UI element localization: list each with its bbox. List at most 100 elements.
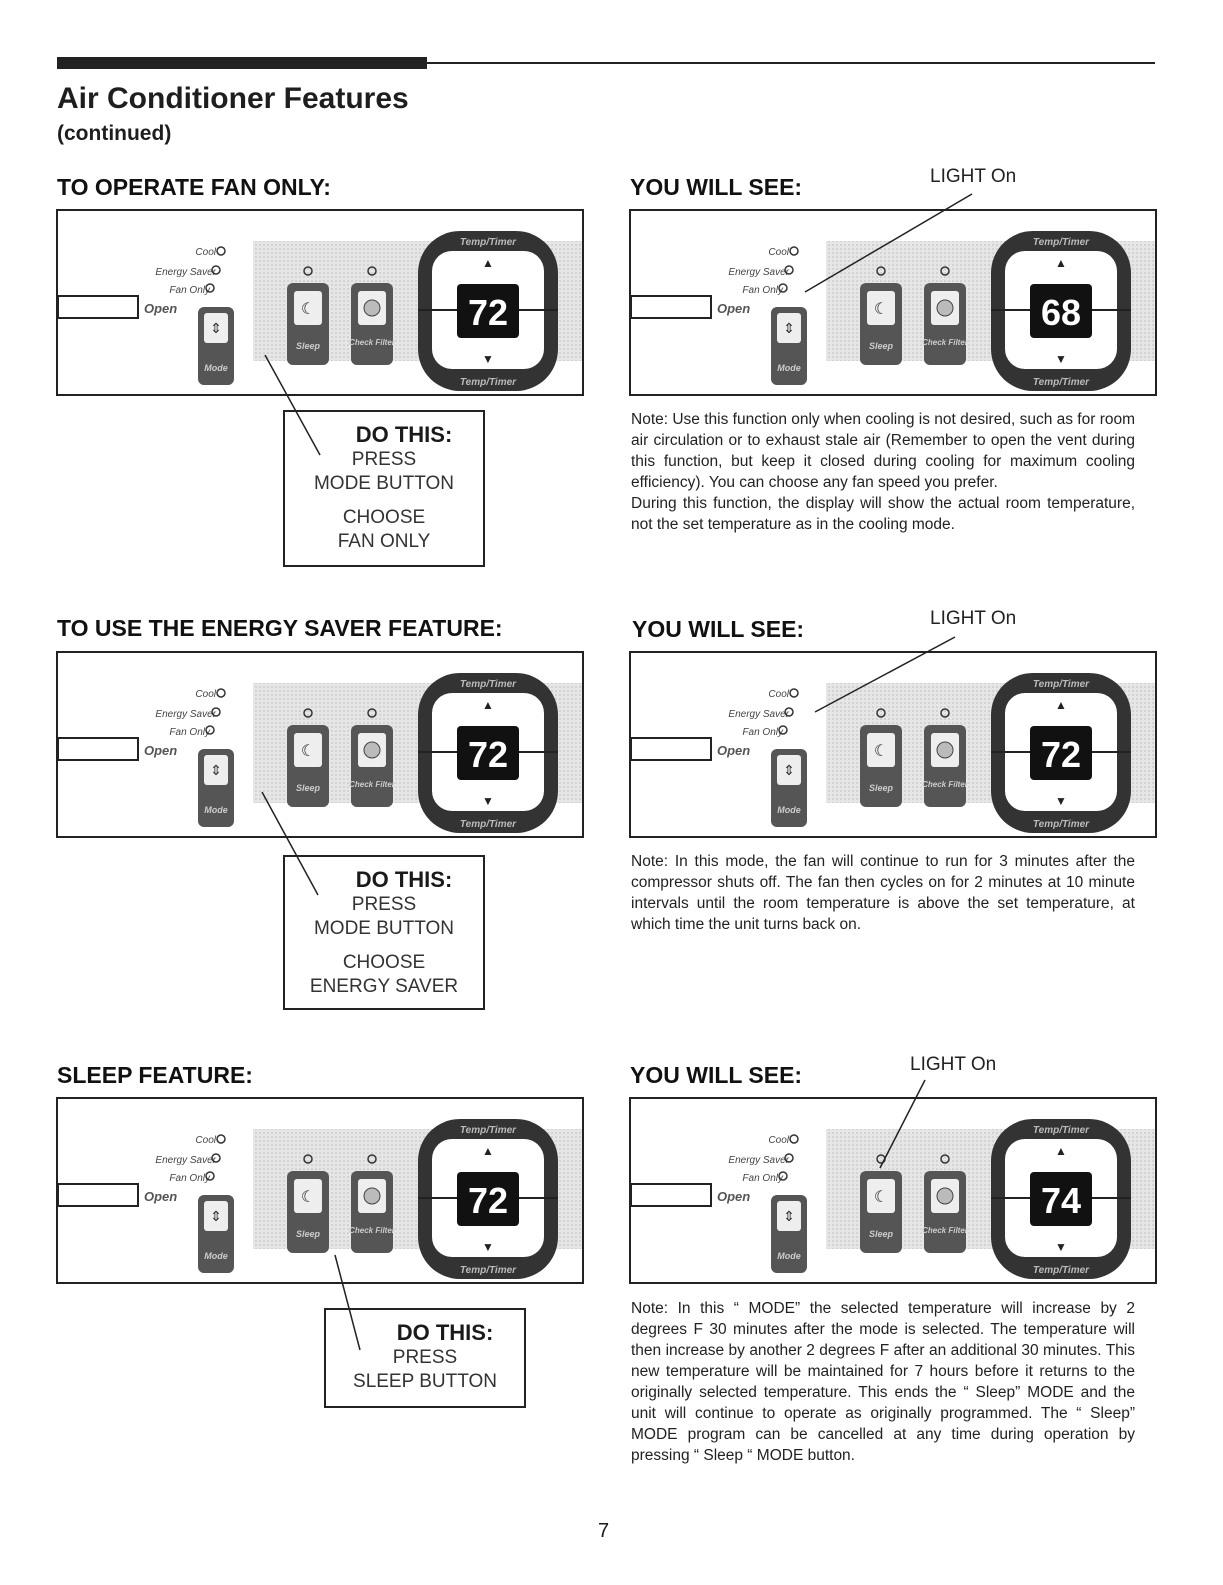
you-will-see-heading: YOU WILL SEE: [632, 616, 805, 642]
check-filter-label: Check Filter [922, 780, 969, 789]
do-this-line: FAN ONLY [337, 531, 431, 552]
down-arrow-icon[interactable]: ▼ [482, 352, 494, 366]
sleep-button-label: Sleep [869, 1229, 894, 1239]
down-arrow-icon[interactable]: ▼ [482, 794, 494, 808]
callout-line [334, 1254, 361, 1351]
mode-button-label: Mode [204, 805, 228, 815]
sleep-button-face [867, 291, 895, 325]
indicator-light [211, 707, 221, 717]
mode-button-face [204, 1201, 228, 1231]
indicator-light [303, 266, 313, 276]
do-this-line: PRESS [392, 1347, 458, 1368]
note-paragraph: During this function, the display will s… [631, 495, 1135, 533]
mode-label-energy-saver: Energy Saver [155, 709, 216, 720]
temperature-display [1030, 726, 1092, 780]
sleep-button-face [867, 733, 895, 767]
light-on-label: LIGHT On [930, 608, 1017, 629]
callout-line [264, 354, 321, 456]
panel-illustration: Open Cool Energy Saver Fan Only ⇕ Mode ☾… [58, 673, 582, 833]
you-will-see-heading: YOU WILL SEE: [630, 174, 803, 200]
note-text: Note: In this mode, the fan will continu… [631, 851, 1135, 935]
temp-timer-label: Temp/Timer [1033, 679, 1090, 690]
section-heading-fan-only: TO OPERATE FAN ONLY: [57, 174, 331, 200]
moon-icon: ☾ [301, 743, 315, 760]
indicator-light [789, 1134, 799, 1144]
note-paragraph: Note: Use this function only when coolin… [631, 411, 1136, 491]
do-this-title: DO THIS: [396, 1320, 494, 1345]
callout-line [879, 1079, 926, 1169]
up-arrow-icon[interactable]: ▲ [1055, 256, 1067, 270]
down-arrow-icon[interactable]: ▼ [1055, 794, 1067, 808]
do-this-box: DO THIS: PRESS SLEEP BUTTON [324, 1308, 526, 1408]
sleep-button-label: Sleep [869, 783, 894, 793]
do-this-line: PRESS [351, 894, 417, 915]
mode-label-fan-only: Fan Only [169, 285, 211, 296]
note-text: Note: In this “ MODE” the selected tempe… [631, 1298, 1135, 1466]
page-title: Air Conditioner Features [57, 82, 409, 115]
indicator-light [367, 266, 377, 276]
page-subtitle: (continued) [57, 122, 172, 145]
indicator-light [789, 688, 799, 698]
down-arrow-icon[interactable]: ▼ [1055, 352, 1067, 366]
mode-label-cool: Cool [768, 689, 789, 700]
open-label: Open [144, 1189, 177, 1204]
indicator-light [211, 1153, 221, 1163]
down-arrow-icon[interactable]: ▼ [482, 1240, 494, 1254]
mode-label-cool: Cool [195, 247, 216, 258]
vent-slot [58, 1183, 139, 1207]
mode-label-energy-saver: Energy Saver [155, 1155, 216, 1166]
moon-icon: ☾ [301, 301, 315, 318]
temperature-display [457, 1172, 519, 1226]
indicator-light [778, 1171, 788, 1181]
mode-button-face [204, 313, 228, 343]
temperature-display [457, 726, 519, 780]
mode-label-energy-saver: Energy Saver [728, 1155, 789, 1166]
check-filter-label: Check Filter [349, 1226, 396, 1235]
up-arrow-icon[interactable]: ▲ [482, 1144, 494, 1158]
mode-button-face [777, 755, 801, 785]
mode-button-label: Mode [777, 805, 801, 815]
open-label: Open [717, 301, 750, 316]
up-arrow-icon[interactable]: ▲ [1055, 698, 1067, 712]
control-panel-left: Open Cool Energy Saver Fan Only ⇕ Mode ☾… [56, 1097, 584, 1284]
up-down-icon: ⇕ [210, 1208, 222, 1224]
temperature-readout: 72 [468, 1180, 508, 1221]
section-heading-sleep: SLEEP FEATURE: [57, 1062, 253, 1088]
temp-timer-label: Temp/Timer [460, 679, 517, 690]
mode-button-face [777, 1201, 801, 1231]
do-this-line: MODE BUTTON [313, 473, 455, 494]
indicator-light [303, 1154, 313, 1164]
temp-timer-label: Temp/Timer [460, 819, 517, 830]
do-this-box: DO THIS: PRESS MODE BUTTON CHOOSE FAN ON… [283, 410, 485, 567]
vent-slot [631, 1183, 712, 1207]
mode-label-fan-only: Fan Only [742, 285, 784, 296]
do-this-title: DO THIS: [355, 867, 453, 892]
open-label: Open [144, 743, 177, 758]
do-this-box: DO THIS: PRESS MODE BUTTON CHOOSE ENERGY… [283, 855, 485, 1010]
open-label: Open [144, 301, 177, 316]
indicator-light [940, 1154, 950, 1164]
up-arrow-icon[interactable]: ▲ [1055, 1144, 1067, 1158]
sleep-button-face [294, 1179, 322, 1213]
mode-label-fan-only: Fan Only [742, 1173, 784, 1184]
check-filter-label: Check Filter [922, 1226, 969, 1235]
sleep-button-label: Sleep [296, 783, 321, 793]
down-arrow-icon[interactable]: ▼ [1055, 1240, 1067, 1254]
sleep-button-face [867, 1179, 895, 1213]
open-label: Open [717, 1189, 750, 1204]
page-number: 7 [598, 1520, 610, 1542]
mode-button-face [204, 755, 228, 785]
sleep-button-face [294, 733, 322, 767]
indicator-light [778, 283, 788, 293]
up-arrow-icon[interactable]: ▲ [482, 256, 494, 270]
check-filter-label: Check Filter [922, 338, 969, 347]
filter-icon [363, 299, 381, 317]
up-arrow-icon[interactable]: ▲ [482, 698, 494, 712]
temp-timer-label: Temp/Timer [460, 1265, 517, 1276]
vent-slot [58, 737, 139, 761]
indicator-light [216, 688, 226, 698]
do-this-title: DO THIS: [355, 422, 453, 447]
header-rule-thick [57, 57, 427, 69]
control-panel-left: Open Cool Energy Saver Fan Only ⇕ Mode ☾… [56, 651, 584, 838]
